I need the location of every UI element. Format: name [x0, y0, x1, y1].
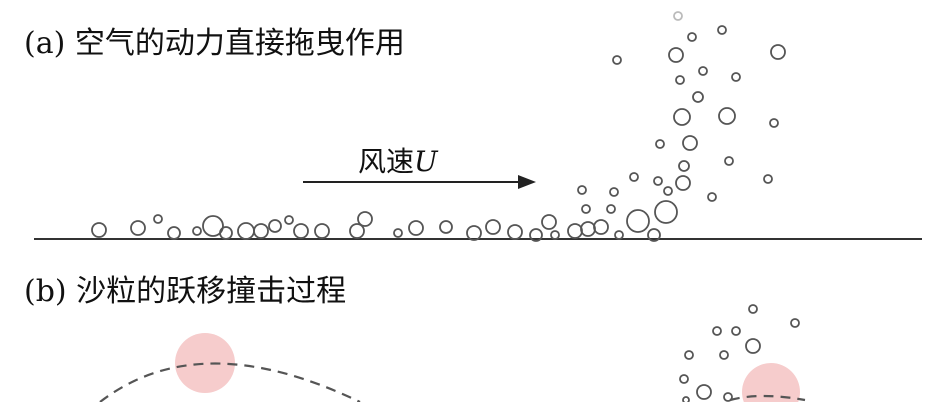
- particle: [682, 396, 690, 402]
- particle: [192, 226, 202, 236]
- panel-a-label: (a) 空气的动力直接拖曳作用: [24, 26, 405, 61]
- particle: [567, 223, 583, 239]
- particle: [684, 350, 694, 360]
- particle: [614, 230, 624, 240]
- particle: [647, 228, 661, 242]
- particle: [284, 215, 294, 225]
- particle: [675, 175, 691, 191]
- saltation-trajectory: [99, 362, 361, 402]
- particle: [653, 176, 663, 186]
- particle: [153, 214, 163, 224]
- particle: [237, 222, 255, 240]
- particle: [692, 91, 704, 103]
- particle: [698, 66, 708, 76]
- particle: [770, 44, 786, 60]
- panel-b-label: (b) 沙粒的跃移撞击过程: [24, 274, 347, 309]
- wind-speed-label: 风速U: [358, 140, 438, 180]
- wind-speed-text: 风速: [358, 145, 415, 178]
- particle: [580, 221, 596, 237]
- particle: [357, 211, 373, 227]
- particle: [593, 219, 609, 235]
- particle: [439, 220, 453, 234]
- splash-particles: [679, 304, 800, 402]
- particle: [629, 172, 639, 182]
- particle: [745, 338, 761, 354]
- particle: [718, 107, 736, 125]
- particle: [707, 192, 717, 202]
- particle: [577, 185, 587, 195]
- particle: [678, 160, 690, 172]
- particle: [219, 226, 233, 240]
- particle: [393, 228, 403, 238]
- particle: [679, 374, 689, 384]
- particle: [541, 214, 557, 230]
- particle: [507, 224, 523, 240]
- particle: [687, 32, 697, 42]
- particle: [717, 25, 727, 35]
- particle: [673, 11, 683, 21]
- particle: [167, 226, 181, 240]
- wind-speed-symbol: U: [414, 145, 438, 178]
- impact-particle-left: [175, 333, 235, 393]
- particle: [790, 318, 800, 328]
- particle: [485, 219, 501, 235]
- particle: [712, 326, 722, 336]
- particle: [609, 187, 619, 197]
- particle: [626, 209, 650, 233]
- particle: [91, 222, 107, 238]
- particle: [663, 186, 673, 196]
- particle: [731, 72, 741, 82]
- particle: [675, 75, 685, 85]
- particle: [723, 392, 733, 402]
- particle: [293, 223, 309, 239]
- particle: [349, 223, 365, 239]
- particle: [731, 326, 741, 336]
- particle: [654, 200, 678, 224]
- particle: [202, 215, 224, 237]
- particle: [130, 220, 146, 236]
- particle: [769, 118, 779, 128]
- surface-particles: [91, 200, 678, 242]
- particle: [314, 223, 330, 239]
- particle: [612, 55, 622, 65]
- particle: [673, 108, 691, 126]
- particle: [253, 223, 269, 239]
- particle: [763, 174, 773, 184]
- particle: [668, 47, 684, 63]
- particle: [606, 204, 616, 214]
- wind-arrow-head: [518, 175, 536, 189]
- impact-particle-right: [742, 363, 800, 402]
- particle: [724, 156, 734, 166]
- saltation-trajectory-right: [729, 394, 806, 402]
- particle: [466, 225, 482, 241]
- particle: [408, 220, 424, 236]
- saltating-particles: [577, 11, 786, 214]
- particle: [719, 350, 729, 360]
- particle: [655, 139, 665, 149]
- particle: [682, 135, 698, 151]
- particle: [529, 228, 543, 242]
- particle: [550, 230, 560, 240]
- particle: [696, 384, 712, 400]
- particle: [268, 219, 282, 233]
- particle: [581, 204, 591, 214]
- particle: [748, 304, 758, 314]
